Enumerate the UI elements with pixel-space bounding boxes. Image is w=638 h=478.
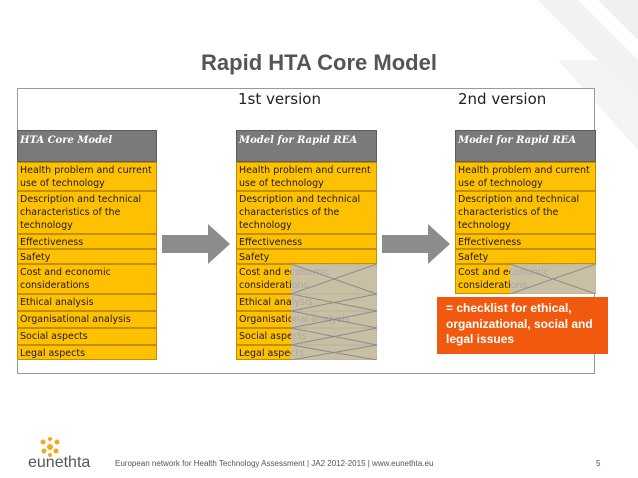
slide-title: Rapid HTA Core Model	[201, 50, 437, 75]
model-cell: Health problem and current use of techno…	[455, 162, 596, 191]
column-rapid-rea-v1: Model for Rapid REA Health problem and c…	[236, 130, 377, 360]
model-cell: Safety	[236, 249, 377, 264]
cross-out-mark	[291, 345, 377, 360]
cross-out-mark	[510, 264, 596, 294]
page-number: 5	[596, 459, 601, 468]
model-cell: Effectiveness	[455, 234, 596, 249]
column-header: Model for Rapid REA	[236, 130, 377, 162]
model-cell: Description and technical characteristic…	[17, 191, 157, 234]
corner-decoration	[538, 0, 638, 150]
model-cell: Health problem and current use of techno…	[17, 162, 157, 191]
version-1-label: 1st version	[238, 90, 321, 108]
footer-text: European network for Health Technology A…	[115, 459, 434, 468]
column-hta-core-model: HTA Core Model Health problem and curren…	[17, 130, 157, 360]
model-cell: Ethical analysis	[17, 294, 157, 311]
right-arrow-icon	[162, 224, 230, 264]
eunethta-logo-icon	[40, 437, 60, 457]
version-2-label: 2nd version	[458, 90, 547, 108]
checklist-note: = checklist for ethical, organizational,…	[437, 297, 608, 354]
model-cell: Legal aspects	[17, 345, 157, 360]
cross-out-mark	[291, 311, 377, 328]
column-header: Model for Rapid REA	[455, 130, 596, 162]
model-cell: Safety	[17, 249, 157, 264]
column-header: HTA Core Model	[17, 130, 157, 162]
model-cell: Organisational analysis	[17, 311, 157, 328]
model-cell: Effectiveness	[236, 234, 377, 249]
cross-out-mark	[291, 328, 377, 345]
model-cell: Effectiveness	[17, 234, 157, 249]
model-cell: Cost and economic considerations	[17, 264, 157, 294]
cross-out-mark	[291, 264, 377, 294]
cross-out-mark	[291, 294, 377, 311]
model-cell: Social aspects	[17, 328, 157, 345]
model-cell: Description and technical characteristic…	[236, 191, 377, 234]
model-cell: Health problem and current use of techno…	[236, 162, 377, 191]
right-arrow-icon	[382, 224, 450, 264]
model-cell: Description and technical characteristic…	[455, 191, 596, 234]
column-rapid-rea-v2: Model for Rapid REA Health problem and c…	[455, 130, 596, 358]
logo-text: eunethta	[28, 454, 91, 471]
model-cell: Safety	[455, 249, 596, 264]
